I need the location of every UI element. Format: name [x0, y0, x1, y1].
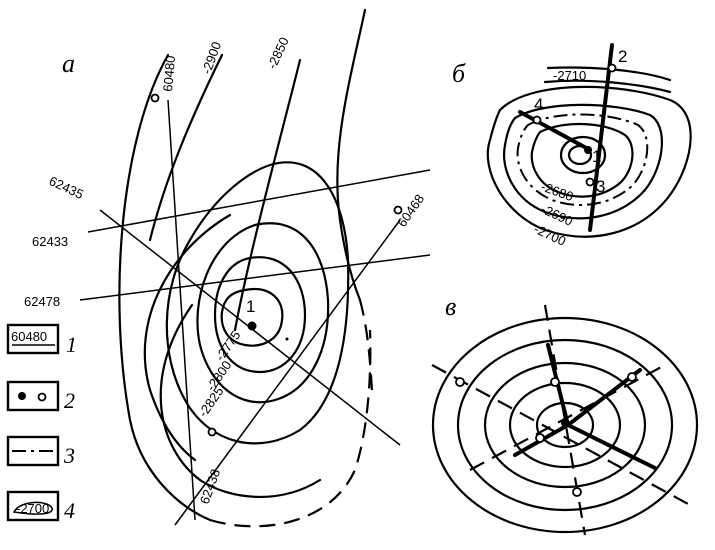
well-b-4 — [532, 115, 542, 125]
contour-left-curve — [143, 213, 232, 462]
contour-2710-line-2 — [543, 79, 672, 94]
contour-v-4 — [508, 381, 622, 469]
profile-62433 — [87, 169, 431, 233]
profile-label-62438: 62438 — [197, 467, 223, 506]
line-2900 — [148, 53, 224, 242]
well-v-3 — [627, 372, 637, 382]
well-b-1-label: 1 — [592, 147, 601, 166]
legend-4-num: 4 — [64, 498, 75, 523]
well-60480 — [150, 93, 160, 103]
profile-label-60480: 60480 — [160, 55, 178, 92]
well-b-3 — [585, 177, 595, 187]
well-b-4-label: 4 — [534, 95, 543, 114]
profile-62478 — [79, 254, 431, 301]
legend-2-circle — [37, 392, 47, 402]
legend-2-num: 2 — [64, 388, 75, 413]
contour-2900 — [159, 303, 322, 498]
panel-v-letter: в — [445, 292, 456, 321]
legend-box-2 — [6, 380, 60, 412]
legend-box-1 — [6, 323, 60, 355]
profile-label-62435: 62435 — [47, 173, 86, 202]
profile-label-62433: 62433 — [32, 234, 68, 249]
legend-3-num: 3 — [63, 443, 75, 468]
well-v-4 — [535, 433, 545, 443]
contour-2680 — [530, 123, 634, 198]
panel-b-letter: б — [452, 59, 466, 88]
well-b-3-label: 3 — [596, 177, 605, 196]
contour-v-3 — [483, 361, 647, 489]
contour-label-2850: -2850 — [264, 35, 292, 71]
legend: 60480 1 2 3 -2700 4 — [6, 323, 77, 523]
well-b-1 — [584, 146, 592, 154]
contour-2825 — [165, 161, 350, 445]
contour-2800 — [196, 222, 330, 404]
profile-60468 — [174, 219, 401, 526]
contour-label-2825: -2825 — [195, 384, 226, 420]
contour-v-5 — [535, 401, 595, 449]
panel-b: б -2710 -2680 -2690 -2700 1 2 3 4 — [452, 43, 692, 249]
contour-2700-inner — [502, 103, 663, 220]
well-1-label: 1 — [246, 297, 255, 316]
small-dot — [285, 337, 289, 341]
profile-b-2 — [518, 110, 592, 152]
legend-2-dot — [18, 392, 26, 400]
profile-label-62478: 62478 — [24, 294, 60, 309]
panel-v: в — [431, 292, 699, 536]
panel-a: а -2900 -2850 -2775 -2800 -2825 60480 62… — [24, 8, 431, 528]
well-b-2 — [607, 63, 617, 73]
well-v-5 — [572, 487, 582, 497]
well-v-2 — [550, 377, 560, 387]
profile-v-2 — [566, 423, 657, 470]
well-1-dot — [247, 321, 257, 331]
contour-core — [220, 287, 284, 347]
well-v-1 — [455, 377, 465, 387]
contour-outer-dashed — [209, 329, 372, 528]
contour-2690 — [516, 113, 649, 206]
well-b-2-label: 2 — [618, 47, 627, 66]
contour-right-dashed — [358, 299, 374, 391]
profile-b-1 — [588, 43, 614, 232]
legend-4-loop — [12, 501, 53, 515]
contour-v-1 — [431, 316, 699, 534]
well-v-center — [561, 419, 569, 427]
axis-v-2 — [543, 304, 587, 536]
contour-core-b — [559, 135, 607, 175]
contour-outer — [118, 53, 212, 522]
profile-60480 — [167, 99, 196, 521]
contour-v-2 — [456, 338, 674, 512]
contour-right-open — [336, 8, 367, 302]
well-62438 — [207, 427, 217, 437]
legend-4-text: -2700 — [16, 501, 49, 516]
well-60468 — [393, 205, 403, 215]
contour-label-2710: -2710 — [553, 68, 586, 83]
contour-2775 — [213, 256, 307, 374]
contour-2710 — [486, 85, 692, 238]
panel-a-letter: а — [62, 49, 75, 78]
line-2850 — [233, 58, 302, 332]
legend-1-text: 60480 — [11, 329, 47, 344]
legend-1-num: 1 — [66, 332, 77, 357]
